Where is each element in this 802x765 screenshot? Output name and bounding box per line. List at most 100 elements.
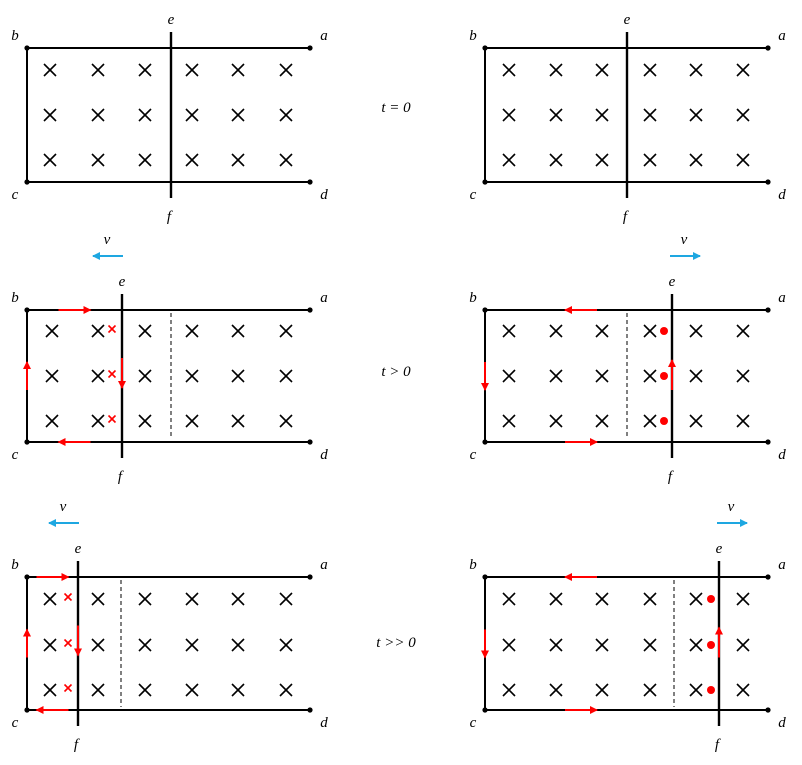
field-into-page-cross <box>231 108 245 122</box>
rod-label-e: e <box>669 274 676 290</box>
field-into-page-cross <box>138 63 152 77</box>
field-into-page-cross <box>231 414 245 428</box>
field-into-page-cross <box>736 683 750 697</box>
corner-label-c: c <box>12 187 19 203</box>
field-into-page-cross <box>595 683 609 697</box>
field-into-page-cross <box>549 592 563 606</box>
field-into-page-cross <box>689 638 703 652</box>
field-into-page-cross <box>231 63 245 77</box>
field-into-page-cross <box>91 683 105 697</box>
time-label-t2: t >> 0 <box>376 635 416 651</box>
field-into-page-cross <box>502 592 516 606</box>
field-into-page-cross <box>689 414 703 428</box>
field-into-page-cross <box>279 63 293 77</box>
field-into-page-cross <box>736 63 750 77</box>
corner-label-a: a <box>778 28 786 44</box>
induced-field-cross <box>107 324 117 334</box>
corner-label-b: b <box>11 557 19 573</box>
field-into-page-cross <box>279 108 293 122</box>
field-into-page-cross <box>736 108 750 122</box>
velocity-label: v <box>728 499 735 515</box>
field-into-page-cross <box>689 153 703 167</box>
rod-label-f: f <box>118 469 124 485</box>
terminal-dot <box>482 307 488 313</box>
field-into-page-cross <box>45 324 59 338</box>
field-into-page-cross <box>231 369 245 383</box>
rod-label-e: e <box>624 12 631 28</box>
field-into-page-cross <box>43 683 57 697</box>
field-into-page-cross <box>185 63 199 77</box>
rod-label-f: f <box>167 209 173 225</box>
corner-label-c: c <box>12 715 19 731</box>
field-into-page-cross <box>689 108 703 122</box>
terminal-dot <box>307 179 313 185</box>
corner-label-d: d <box>778 715 786 731</box>
terminal-dot <box>482 439 488 445</box>
induced-field-cross <box>63 592 73 602</box>
terminal-dot <box>24 307 30 313</box>
field-into-page-cross <box>549 683 563 697</box>
terminal-dot <box>307 45 313 51</box>
terminal-dot <box>24 179 30 185</box>
velocity-label: v <box>104 232 111 248</box>
induced-field-dot <box>707 641 715 649</box>
rod-label-f: f <box>623 209 629 225</box>
field-into-page-cross <box>45 414 59 428</box>
field-into-page-cross <box>643 153 657 167</box>
field-into-page-cross <box>595 369 609 383</box>
field-into-page-cross <box>185 324 199 338</box>
field-into-page-cross <box>549 153 563 167</box>
field-into-page-cross <box>595 324 609 338</box>
field-into-page-cross <box>185 108 199 122</box>
induced-field-dot <box>707 595 715 603</box>
field-into-page-cross <box>595 638 609 652</box>
induced-field-cross <box>63 683 73 693</box>
terminal-dot <box>307 707 313 713</box>
field-into-page-cross <box>91 369 105 383</box>
field-into-page-cross <box>138 153 152 167</box>
field-into-page-cross <box>138 592 152 606</box>
field-into-page-cross <box>138 108 152 122</box>
field-into-page-cross <box>91 638 105 652</box>
time-label-t1: t > 0 <box>381 364 411 380</box>
field-into-page-cross <box>689 369 703 383</box>
terminal-dot <box>24 45 30 51</box>
field-into-page-cross <box>91 63 105 77</box>
field-into-page-cross <box>185 683 199 697</box>
field-into-page-cross <box>549 369 563 383</box>
corner-label-a: a <box>320 290 328 306</box>
field-into-page-cross <box>279 592 293 606</box>
field-into-page-cross <box>689 324 703 338</box>
induced-field-cross <box>63 638 73 648</box>
field-into-page-cross <box>43 592 57 606</box>
rod-label-e: e <box>716 541 723 557</box>
field-into-page-cross <box>595 63 609 77</box>
field-into-page-cross <box>643 638 657 652</box>
field-into-page-cross <box>595 592 609 606</box>
field-into-page-cross <box>231 592 245 606</box>
field-into-page-cross <box>279 153 293 167</box>
field-into-page-cross <box>502 414 516 428</box>
field-into-page-cross <box>643 369 657 383</box>
field-into-page-cross <box>736 638 750 652</box>
field-into-page-cross <box>43 108 57 122</box>
corner-label-d: d <box>320 447 328 463</box>
field-into-page-cross <box>643 414 657 428</box>
field-into-page-cross <box>45 369 59 383</box>
field-into-page-cross <box>549 324 563 338</box>
corner-label-c: c <box>470 715 477 731</box>
corner-label-b: b <box>469 28 477 44</box>
corner-label-a: a <box>320 557 328 573</box>
field-into-page-cross <box>185 369 199 383</box>
induced-field-dot <box>660 327 668 335</box>
rod-label-e: e <box>119 274 126 290</box>
field-into-page-cross <box>643 683 657 697</box>
terminal-dot <box>24 574 30 580</box>
field-into-page-cross <box>185 638 199 652</box>
